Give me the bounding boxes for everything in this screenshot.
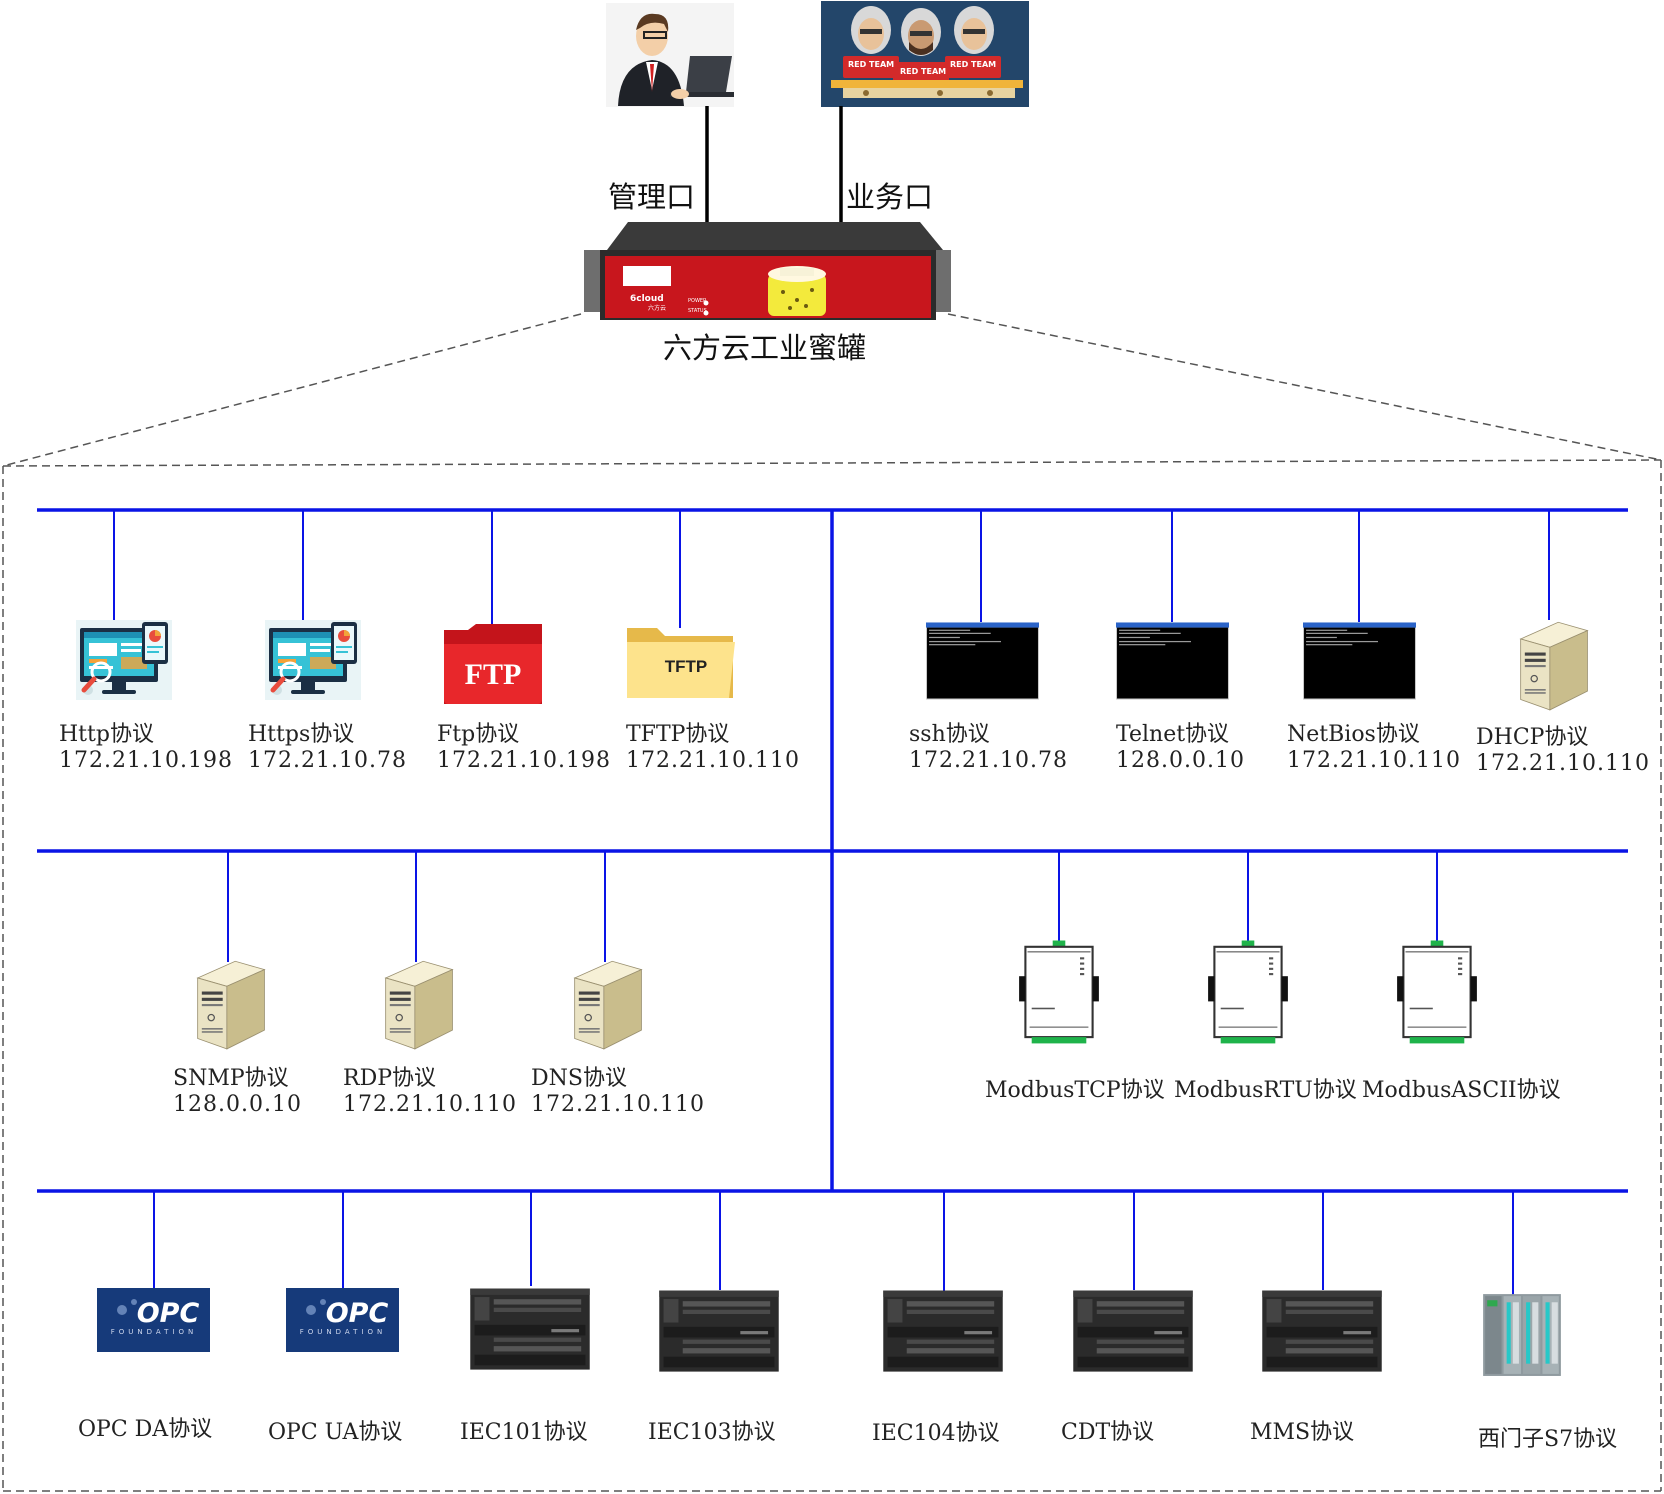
node-name: Ftp协议 xyxy=(437,722,520,747)
admin-user-illustration xyxy=(606,3,734,107)
device-led-label: STATUS xyxy=(688,308,707,314)
svg-text:OPC: OPC xyxy=(137,1298,200,1329)
node-ip: 172.21.10.198 xyxy=(59,748,233,774)
red-team-badge: RED TEAM xyxy=(848,60,895,69)
node-name: RDP协议 xyxy=(343,1066,437,1091)
opc-foundation-logo: OPC FOUNDATION xyxy=(286,1288,399,1352)
terminal-icon xyxy=(1116,622,1229,700)
plc-icon xyxy=(470,1288,590,1370)
node-name: Https协议 xyxy=(248,722,355,747)
plc-icon xyxy=(883,1290,1003,1372)
node-ip: 172.21.10.110 xyxy=(1287,748,1461,774)
node-name: CDT协议 xyxy=(1061,1420,1155,1445)
node-ip: 172.21.10.110 xyxy=(1476,751,1650,777)
node-ip: 172.21.10.78 xyxy=(248,748,407,774)
node-name: Http协议 xyxy=(59,722,154,747)
node-name: ModbusRTU协议 xyxy=(1174,1078,1357,1103)
node-ip: 172.21.10.110 xyxy=(343,1092,517,1118)
tftp-folder-icon: TFTP xyxy=(627,628,735,698)
node-name: Telnet协议 xyxy=(1116,722,1230,747)
node-iec103: IEC103协议 xyxy=(648,1420,776,1446)
node-name: SNMP协议 xyxy=(173,1066,289,1091)
node-iec101: IEC101协议 xyxy=(460,1420,588,1446)
svg-text:OPC: OPC xyxy=(326,1298,389,1329)
node-siemens-s7: 西门子S7协议 xyxy=(1478,1427,1617,1453)
node-name: IEC103协议 xyxy=(648,1420,776,1445)
honeypot-appliance xyxy=(584,222,951,320)
device-led-label: POWER xyxy=(688,298,707,304)
ftp-folder-icon: FTP xyxy=(444,624,542,704)
service-port-label: 业务口 xyxy=(846,180,934,214)
node-name: DHCP协议 xyxy=(1476,725,1589,750)
plc-icon xyxy=(659,1290,779,1372)
server-icon xyxy=(197,960,266,1050)
node-opc-ua: OPC UA协议 xyxy=(268,1420,402,1446)
node-name: NetBios协议 xyxy=(1287,722,1420,747)
protocol-gateway-icon xyxy=(1396,940,1478,1045)
zoom-callout xyxy=(2,313,1662,1492)
plc-icon xyxy=(1073,1290,1193,1372)
protocol-gateway-icon xyxy=(1207,940,1289,1045)
red-team-illustration xyxy=(821,1,1029,107)
red-team-badge: RED TEAM xyxy=(900,67,947,76)
server-icon xyxy=(385,960,454,1050)
device-title: 六方云工业蜜罐 xyxy=(663,331,867,365)
node-iec104: IEC104协议 xyxy=(872,1421,1000,1447)
node-name: DNS协议 xyxy=(531,1066,627,1091)
node-ip: 172.21.10.110 xyxy=(626,748,800,774)
device-drops xyxy=(113,510,1550,1296)
server-icon xyxy=(574,960,643,1050)
node-name: ModbusASCII协议 xyxy=(1362,1078,1561,1103)
node-ip: 128.0.0.10 xyxy=(1116,748,1245,774)
node-modbus-rtu: ModbusRTU协议 xyxy=(1174,1078,1357,1104)
node-ip: 172.21.10.78 xyxy=(909,748,1068,774)
server-icon xyxy=(1520,621,1589,711)
node-ip: 172.21.10.110 xyxy=(531,1092,705,1118)
device-logo-sub: 六方云 xyxy=(648,305,667,312)
node-name: OPC DA协议 xyxy=(78,1417,213,1442)
node-cdt: CDT协议 xyxy=(1061,1420,1154,1446)
node-mms: MMS协议 xyxy=(1250,1420,1354,1446)
node-name: TFTP协议 xyxy=(626,722,730,747)
node-name: MMS协议 xyxy=(1250,1420,1355,1445)
terminal-icon xyxy=(1303,622,1416,700)
node-opc-da: OPC DA协议 xyxy=(78,1417,212,1443)
opc-foundation-logo: OPC FOUNDATION xyxy=(97,1288,210,1352)
node-name: ssh协议 xyxy=(909,722,990,747)
node-ip: 128.0.0.10 xyxy=(173,1092,302,1118)
svg-text:FOUNDATION: FOUNDATION xyxy=(111,1328,198,1336)
node-name: ModbusTCP协议 xyxy=(985,1078,1165,1103)
siemens-plc-icon xyxy=(1483,1294,1561,1376)
web-monitor-icon xyxy=(265,620,361,700)
node-ip: 172.21.10.198 xyxy=(437,748,611,774)
node-name: OPC UA协议 xyxy=(268,1420,403,1445)
svg-text:FOUNDATION: FOUNDATION xyxy=(300,1328,387,1336)
svg-text:FTP: FTP xyxy=(465,658,522,691)
node-name: IEC104协议 xyxy=(872,1421,1000,1446)
plc-icon xyxy=(1262,1290,1382,1372)
node-modbus-ascii: ModbusASCII协议 xyxy=(1362,1078,1561,1104)
node-name: 西门子S7协议 xyxy=(1478,1427,1618,1452)
node-name: IEC101协议 xyxy=(460,1420,588,1445)
mgmt-port-label: 管理口 xyxy=(608,180,696,214)
terminal-icon xyxy=(926,622,1039,700)
protocol-gateway-icon xyxy=(1018,940,1100,1045)
node-modbus-tcp: ModbusTCP协议 xyxy=(985,1078,1165,1104)
red-team-badge: RED TEAM xyxy=(950,60,997,69)
device-logo: 6cloud xyxy=(630,294,664,304)
web-monitor-icon xyxy=(76,620,172,700)
svg-text:TFTP: TFTP xyxy=(665,657,708,676)
